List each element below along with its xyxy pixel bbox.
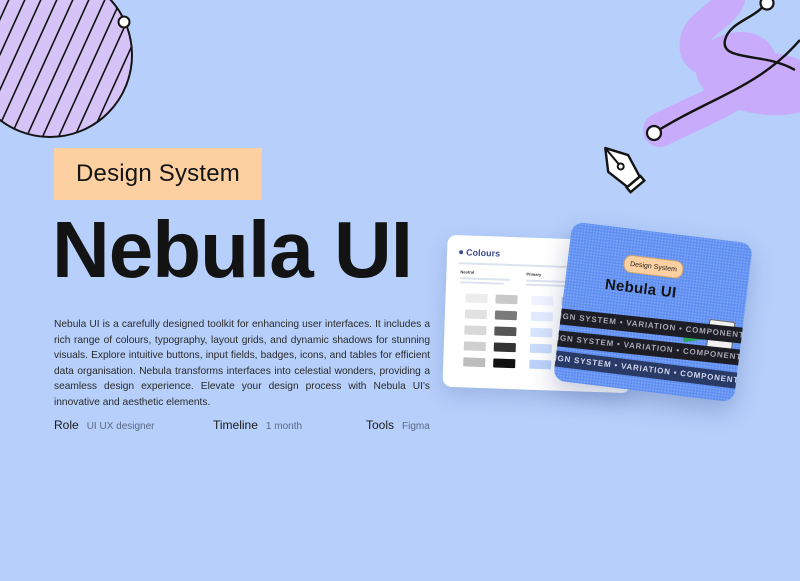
color-swatch: [530, 327, 553, 338]
color-swatch: [493, 358, 516, 369]
color-swatch: [494, 310, 518, 321]
meta-role: Role UI UX designer: [54, 418, 155, 432]
color-swatch: [495, 294, 518, 305]
color-swatch: [531, 295, 554, 306]
neutral-label: Neutral: [460, 269, 475, 275]
project-description: Nebula UI is a carefully designed toolki…: [54, 319, 430, 408]
color-swatch: [463, 341, 486, 352]
meta-label: Tools: [366, 418, 395, 432]
striped-circle-icon: [0, 0, 133, 138]
placeholder-line: [460, 281, 505, 285]
pen-tool-icon: [604, 0, 800, 194]
bullet-icon: [459, 250, 464, 255]
meta-label: Timeline: [213, 418, 258, 432]
cover-tag: Design System: [622, 254, 685, 280]
colours-heading: Colours: [465, 247, 501, 259]
cover-title: Nebula UI: [603, 276, 678, 302]
color-swatch: [530, 311, 554, 322]
meta-value: Figma: [402, 421, 430, 432]
meta-value: 1 month: [265, 421, 303, 432]
color-swatch: [463, 357, 486, 368]
color-swatch: [494, 326, 517, 337]
placeholder-line: [460, 277, 511, 281]
color-swatch: [465, 293, 488, 304]
color-swatch: [464, 325, 487, 336]
meta-timeline: Timeline 1 month: [213, 418, 302, 432]
page-title: Nebula UI: [52, 205, 413, 294]
cover-preview-card: Design System Nebula UI DESIGN SYSTEM • …: [552, 221, 754, 403]
color-swatch: [529, 359, 552, 370]
color-swatch: [464, 309, 488, 320]
primary-label: Primary: [526, 271, 542, 278]
meta-label: Role: [54, 418, 79, 432]
color-swatch: [529, 343, 552, 354]
color-swatch: [493, 342, 516, 353]
meta-tools: Tools Figma: [366, 418, 430, 432]
meta-value: UI UX designer: [86, 421, 155, 432]
design-system-tag: Design System: [54, 148, 262, 200]
